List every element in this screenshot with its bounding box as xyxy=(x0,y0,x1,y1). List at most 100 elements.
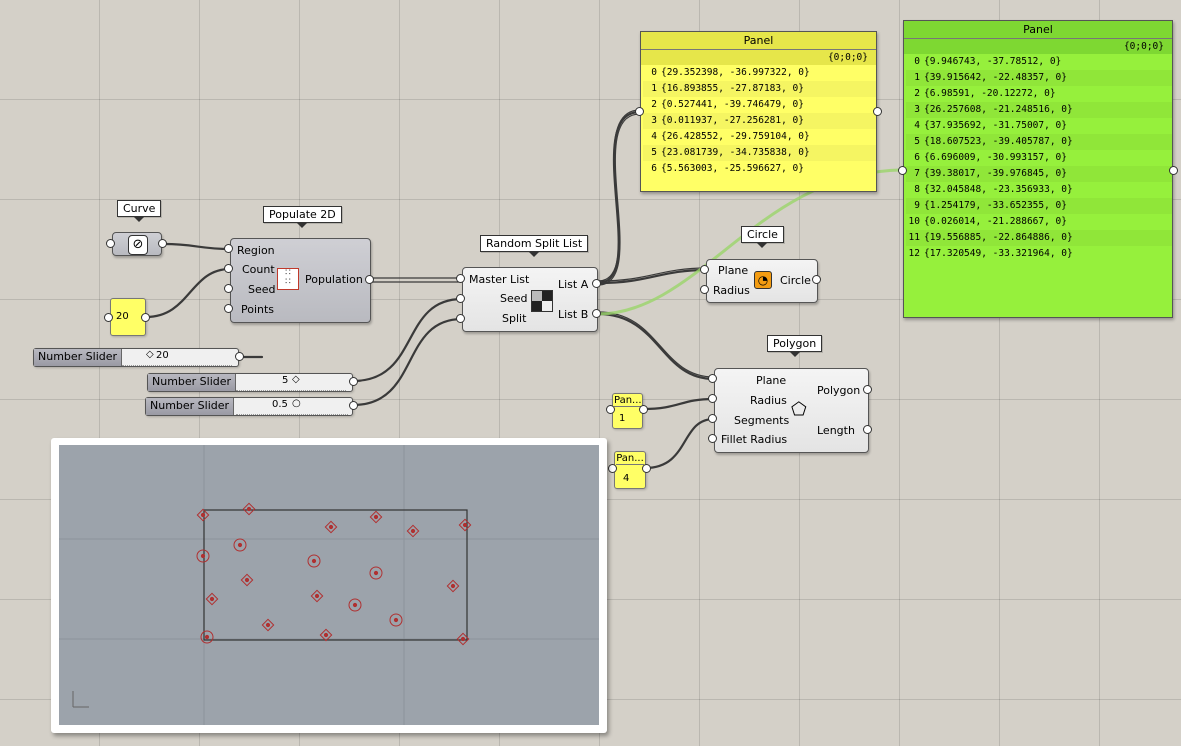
row-value: {37.935692, -31.75007, 0} xyxy=(924,120,1067,131)
populate-grip-region[interactable] xyxy=(224,244,233,253)
count-input-grip[interactable] xyxy=(104,313,113,322)
row-index: 12 xyxy=(908,248,920,259)
panel-segments-param[interactable]: Pan... 4 xyxy=(614,451,646,489)
point-marker xyxy=(348,598,362,612)
curve-param[interactable]: ⊘ xyxy=(112,232,162,256)
row-index: 1 xyxy=(914,72,920,83)
slider-name: Number Slider xyxy=(148,374,237,391)
pan2-grip[interactable] xyxy=(642,464,651,473)
row-value: {39.915642, -22.48357, 0} xyxy=(924,72,1067,83)
row-index: 2 xyxy=(651,99,657,110)
panel-row: 6{5.563003, -25.596627, 0} xyxy=(643,161,876,177)
point-marker xyxy=(389,613,403,627)
wire-pan1 xyxy=(642,397,715,411)
number-slider-split[interactable]: Number Slider 0.5 ○ xyxy=(145,397,353,416)
slider-count-grip[interactable] xyxy=(235,352,244,361)
input-plane: Plane xyxy=(718,264,749,277)
count-output-grip[interactable] xyxy=(141,313,150,322)
input-segments: Segments xyxy=(734,414,790,427)
panel-list-b[interactable]: Panel {0;0;0} 0{9.946743, -37.78512, 0}1… xyxy=(903,20,1173,318)
panel-b-input-grip[interactable] xyxy=(898,166,907,175)
row-value: {19.556885, -22.864886, 0} xyxy=(924,232,1073,243)
panel-title: Panel xyxy=(641,32,876,50)
panel-radius-param[interactable]: Pan... 1 xyxy=(612,393,643,429)
panel-row: 4 {26.428552, -29.759104, 0} xyxy=(643,129,876,145)
polygon-grip-segments[interactable] xyxy=(708,414,717,423)
polygon-grip-fillet[interactable] xyxy=(708,434,717,443)
populate-grip-points[interactable] xyxy=(224,304,233,313)
panel-row: 1{16.893855, -27.87183, 0} xyxy=(643,81,876,97)
polygon-grip-output[interactable] xyxy=(863,385,872,394)
input-seed: Seed xyxy=(500,292,528,305)
random-split-list-component[interactable]: Master List Seed Split List A List B xyxy=(462,267,598,332)
wire-slider05-split xyxy=(352,317,463,407)
slider-track[interactable]: 20 ◇ xyxy=(122,349,232,366)
slider-split-grip[interactable] xyxy=(349,401,358,410)
rhino-viewport[interactable] xyxy=(59,445,599,725)
polygon-grip-plane[interactable] xyxy=(708,374,717,383)
curve-output-grip[interactable] xyxy=(158,239,167,248)
axis-icon xyxy=(72,691,89,708)
panel-row: 12 {17.320549, -33.321964, 0} xyxy=(906,246,1172,262)
circle-grip-output[interactable] xyxy=(812,275,821,284)
point-marker xyxy=(369,566,383,580)
split-grip-split[interactable] xyxy=(456,314,465,323)
populate-grip-seed[interactable] xyxy=(224,284,233,293)
panel-row: 2 {0.527441, -39.746479, 0} xyxy=(643,97,876,113)
panel-a-input-grip[interactable] xyxy=(635,107,644,116)
slider-track[interactable]: 0.5 ○ xyxy=(236,398,348,415)
panel-rows: 0{29.352398, -36.997322, 0}1{16.893855, … xyxy=(641,65,876,177)
row-value: {0.026014, -21.288667, 0} xyxy=(924,216,1067,227)
panel-b-output-grip[interactable] xyxy=(1169,166,1178,175)
row-index: 4 xyxy=(651,131,657,142)
wire-listB-polygon xyxy=(597,312,715,381)
wire-count xyxy=(145,267,231,319)
slider-track[interactable]: 5 ◇ xyxy=(236,374,346,391)
circle-grip-radius[interactable] xyxy=(700,285,709,294)
row-value: {9.946743, -37.78512, 0} xyxy=(924,56,1062,67)
slider-knob-icon: ○ xyxy=(292,398,301,409)
row-index: 8 xyxy=(914,184,920,195)
slider-knob-icon: ◇ xyxy=(146,349,154,360)
pan1-grip[interactable] xyxy=(639,405,648,414)
row-index: 3 xyxy=(914,104,920,115)
random-split-tag: Random Split List xyxy=(480,235,589,257)
number-slider-count[interactable]: Number Slider 20 ◇ xyxy=(33,348,239,367)
panel-rows: 0{9.946743, -37.78512, 0}1{39.915642, -2… xyxy=(904,54,1172,262)
row-value: {0.527441, -39.746479, 0} xyxy=(661,99,804,110)
number-slider-seed[interactable]: Number Slider 5 ◇ xyxy=(147,373,353,392)
panel-list-a[interactable]: Panel {0;0;0} 0{29.352398, -36.997322, 0… xyxy=(640,31,877,192)
circle-component[interactable]: Plane Radius ◔ Circle xyxy=(706,259,818,303)
split-grip-master[interactable] xyxy=(456,274,465,283)
pan2-input-grip[interactable] xyxy=(608,464,617,473)
populate-2d-component[interactable]: Region Count Seed Points ∷∷ Population xyxy=(230,238,371,323)
input-count: Count xyxy=(242,263,275,276)
row-value: {26.428552, -29.759104, 0} xyxy=(661,131,810,142)
slider-seed-grip[interactable] xyxy=(349,377,358,386)
panel-row: 3{0.011937, -27.256281, 0} xyxy=(643,113,876,129)
wire-pan2 xyxy=(644,417,715,470)
output-list-a: List A xyxy=(558,278,589,291)
panel-a-output-grip[interactable] xyxy=(873,107,882,116)
split-grip-seed[interactable] xyxy=(456,294,465,303)
input-plane: Plane xyxy=(756,374,787,387)
populate-grip-count[interactable] xyxy=(224,264,233,273)
polygon-grip-radius[interactable] xyxy=(708,394,717,403)
curve-input-grip[interactable] xyxy=(106,239,115,248)
row-value: {6.696009, -30.993157, 0} xyxy=(924,152,1067,163)
point-marker xyxy=(319,628,333,642)
input-master-list: Master List xyxy=(469,273,530,286)
circle-grip-plane[interactable] xyxy=(700,265,709,274)
row-value: {29.352398, -36.997322, 0} xyxy=(661,67,810,78)
point-marker xyxy=(324,520,338,534)
polygon-component[interactable]: Plane Radius Segments Fillet Radius ⬠ Po… xyxy=(714,368,869,453)
populate-grip-population[interactable] xyxy=(365,275,374,284)
polygon-grip-length[interactable] xyxy=(863,425,872,434)
pan1-input-grip[interactable] xyxy=(606,405,615,414)
point-marker xyxy=(456,632,470,646)
panel-path: {0;0;0} xyxy=(641,50,876,65)
split-grip-list-b[interactable] xyxy=(592,309,601,318)
panel-row: 11{19.556885, -22.864886, 0} xyxy=(906,230,1172,246)
row-value: {17.320549, -33.321964, 0} xyxy=(924,248,1073,259)
split-grip-list-a[interactable] xyxy=(592,279,601,288)
